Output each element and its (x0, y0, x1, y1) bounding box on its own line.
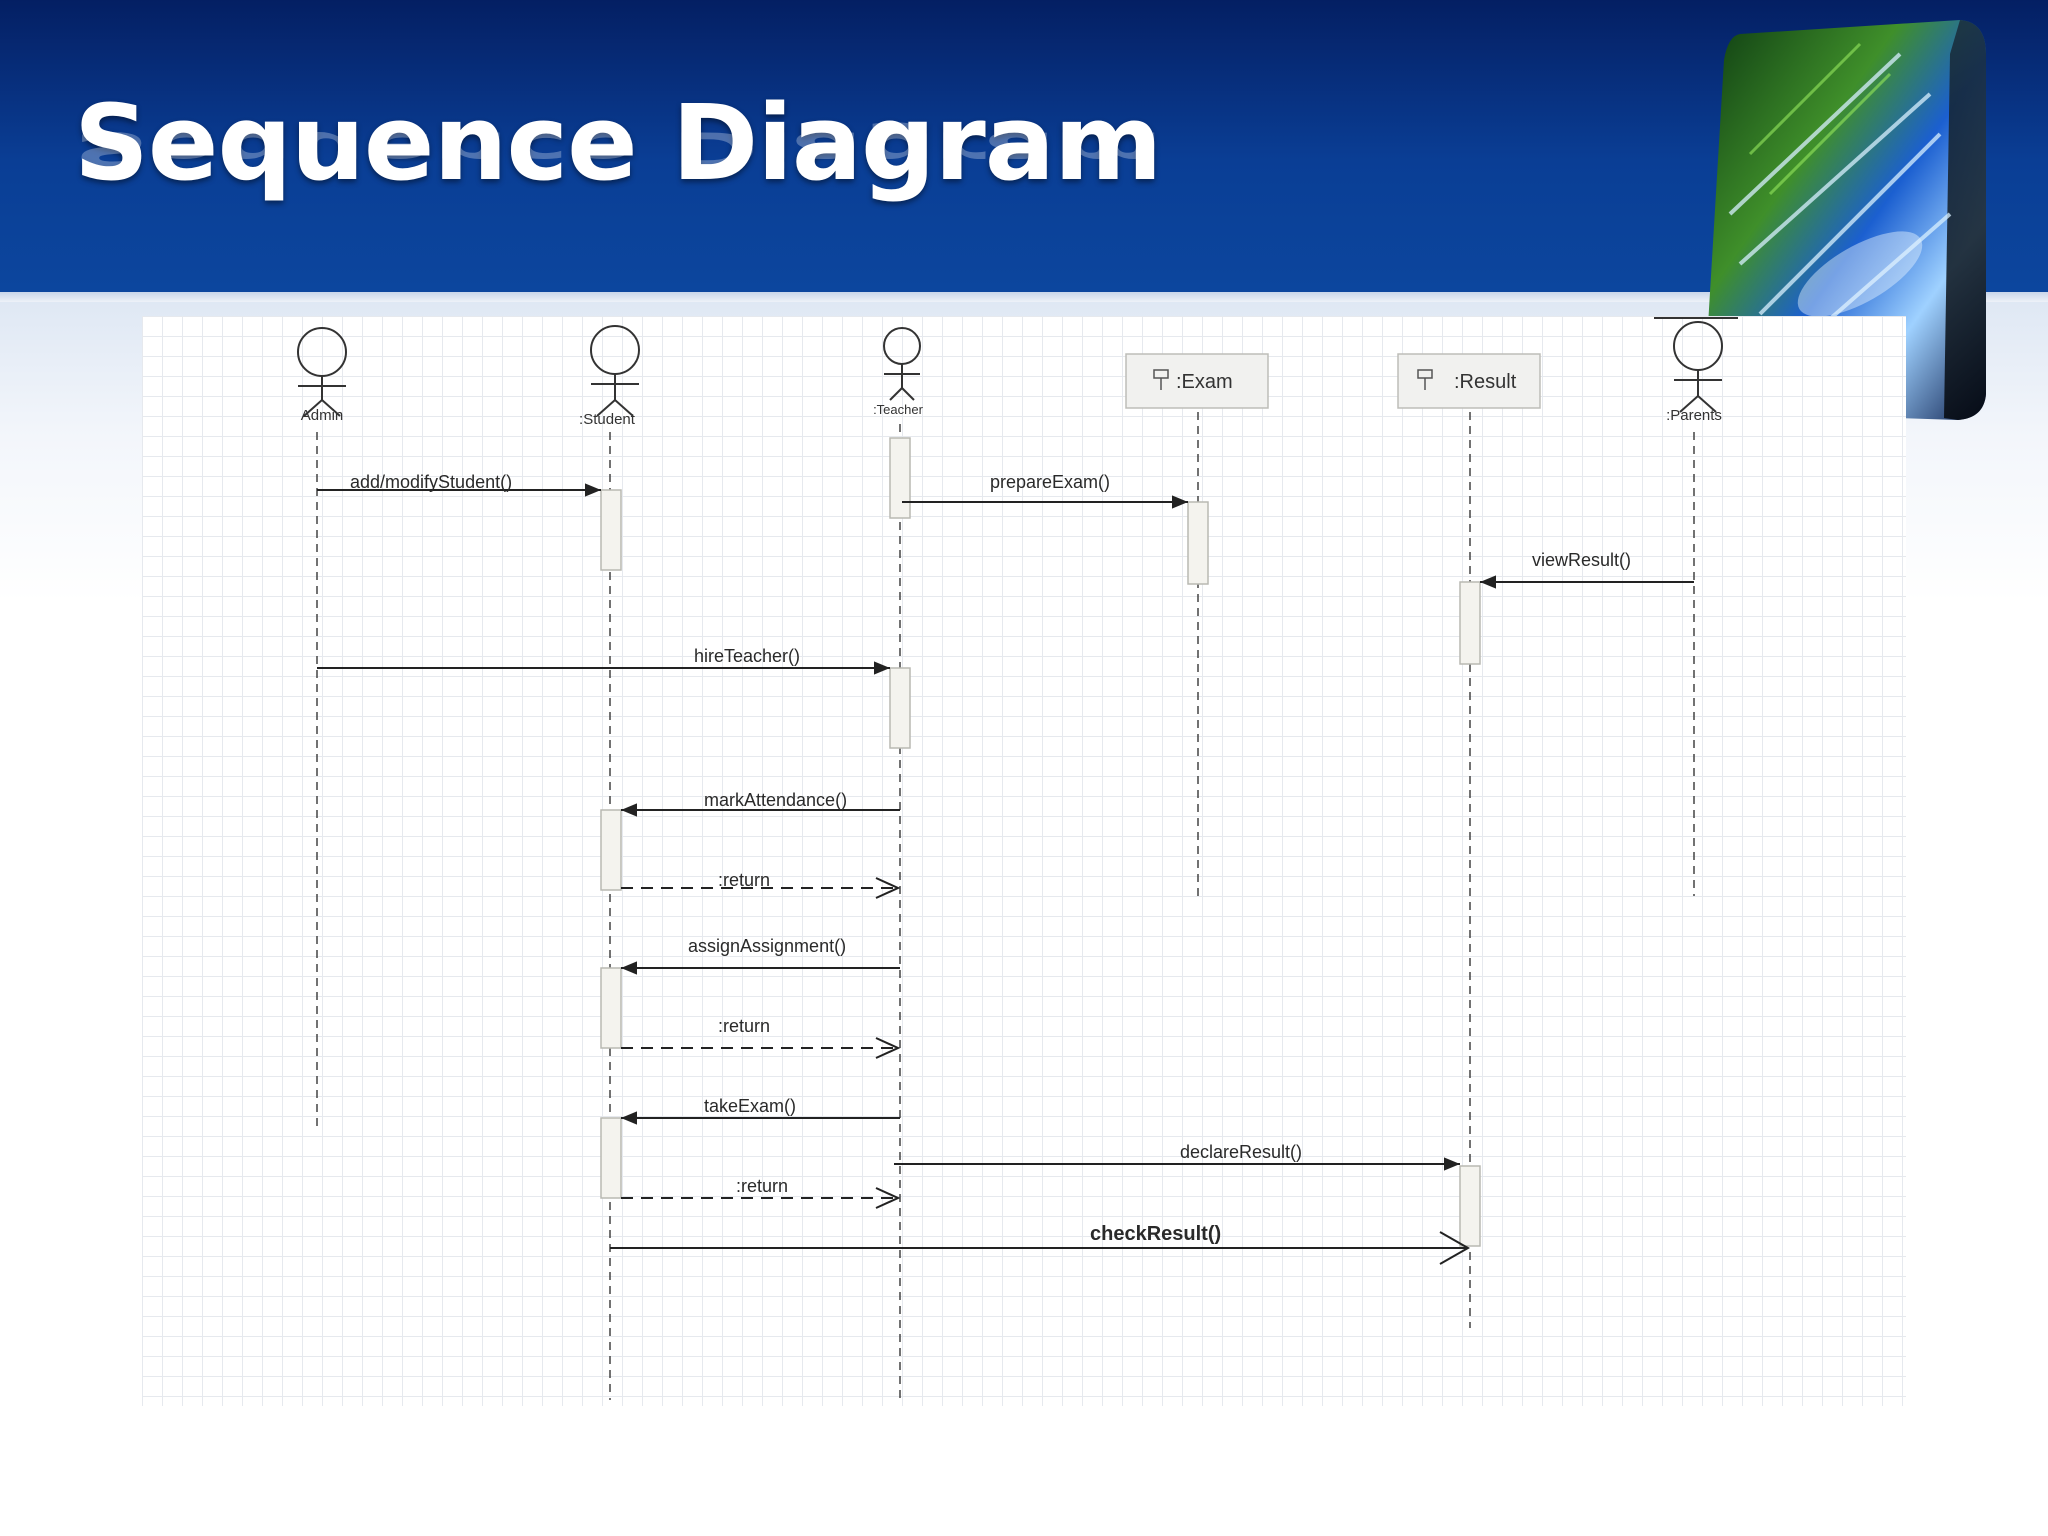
return-arrowhead (875, 1037, 901, 1059)
object-box (1125, 353, 1269, 409)
participant-admin: Admin (297, 327, 347, 424)
message-label: :return (718, 1016, 770, 1036)
header-divider (0, 292, 2048, 302)
message-label: declareResult() (1180, 1142, 1302, 1162)
actor-icon (1673, 321, 1723, 413)
participant-label: :Parents (1666, 407, 1722, 424)
activation-bar (1459, 1165, 1481, 1247)
participant-teacher: :Teacher (873, 327, 924, 417)
participant-label: :Result (1454, 371, 1517, 393)
activation-bar (600, 489, 622, 571)
slide-title: Sequence Diagram (74, 82, 1162, 204)
slide-title-reflection: Sequence Diagram (74, 121, 1162, 176)
actor-icon (883, 327, 921, 401)
message-label: checkResult() (1090, 1223, 1221, 1245)
actor-icon (590, 325, 640, 417)
diagram-grid-canvas (142, 316, 1906, 1406)
sequence-diagram: Admin :Student :Teacher :Exam (297, 317, 1738, 1400)
participant-result: :Result (1397, 353, 1541, 409)
message-label: add/modifyStudent() (350, 472, 512, 492)
return-arrowhead (875, 1187, 901, 1209)
message-label: :return (718, 870, 770, 890)
object-pin-icon (1153, 369, 1169, 390)
participant-label: Admin (301, 407, 344, 424)
message-label: takeExam() (704, 1096, 796, 1116)
object-box (1397, 353, 1541, 409)
activation-bar (889, 437, 911, 519)
participant-student: :Student (579, 325, 640, 428)
participant-parents: :Parents (1654, 317, 1738, 424)
activation-bar (1459, 581, 1481, 665)
lifelines (316, 412, 1695, 1400)
message-label: hireTeacher() (694, 646, 800, 666)
participant-label: :Exam (1176, 371, 1233, 393)
message-label: markAttendance() (704, 790, 847, 810)
activation-bar (600, 967, 622, 1049)
message-label: viewResult() (1532, 550, 1631, 570)
message-labels: add/modifyStudent() prepareExam() viewRe… (350, 472, 1631, 1245)
activation-bars (600, 437, 1481, 1247)
participant-exam: :Exam (1125, 353, 1269, 409)
open-arrowhead (1439, 1231, 1471, 1265)
message-label: :return (736, 1176, 788, 1196)
return-arrowhead (875, 877, 901, 899)
activation-bar (889, 667, 911, 749)
participant-label: :Teacher (873, 402, 924, 417)
slide-header-band (0, 0, 2048, 292)
object-pin-icon (1417, 369, 1433, 390)
participant-label: :Student (579, 411, 636, 428)
actor-icon (297, 327, 347, 417)
messages (317, 483, 1694, 1265)
message-label: prepareExam() (990, 472, 1110, 492)
activation-bar (600, 809, 622, 891)
activation-bar (600, 1117, 622, 1199)
activation-bar (1187, 501, 1209, 585)
message-label: assignAssignment() (688, 936, 846, 956)
